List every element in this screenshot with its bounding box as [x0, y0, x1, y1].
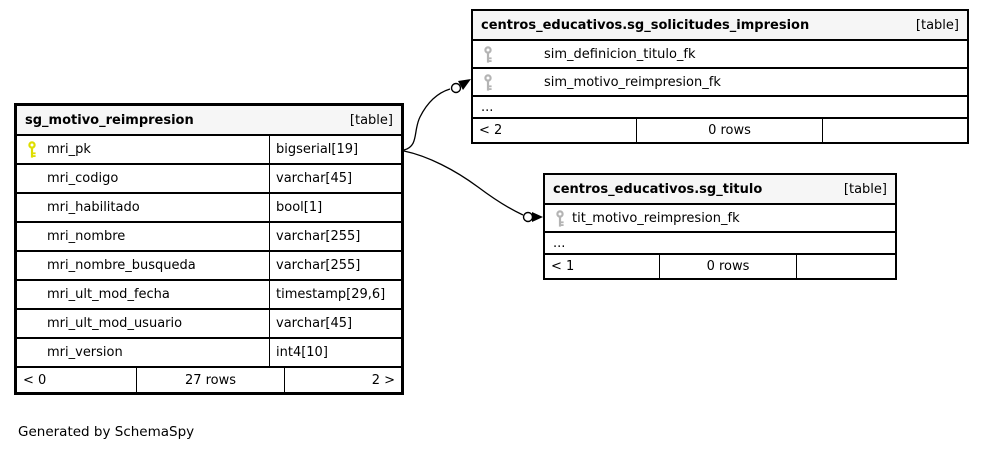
table-footer: < 0 27 rows 2 > [17, 368, 401, 392]
primary-key-icon [28, 141, 36, 158]
table-footer: < 1 0 rows [545, 255, 895, 278]
rows-count: 0 rows [660, 255, 797, 278]
column-name: mri_nombre_busqueda [47, 258, 196, 273]
column-name: mri_nombre [47, 229, 126, 244]
table-row: mri_ult_mod_usuario varchar[45] [17, 310, 401, 339]
table-footer: < 2 0 rows [473, 119, 967, 142]
table-node-sg-motivo-reimpresion[interactable]: sg_motivo_reimpresion [table] mri_pk big… [14, 103, 404, 395]
column-name: mri_codigo [47, 171, 119, 186]
children-count: 2 > [371, 372, 395, 388]
table-tag: [table] [915, 17, 959, 33]
children-count [823, 119, 967, 142]
table-header: sg_motivo_reimpresion [table] [17, 106, 401, 136]
edge-arrowhead-icon [532, 212, 543, 222]
column-type: int4[10] [276, 345, 328, 360]
table-title[interactable]: sg_motivo_reimpresion [25, 112, 194, 128]
table-title[interactable]: centros_educativos.sg_solicitudes_impres… [481, 17, 810, 33]
column-type: varchar[255] [276, 258, 361, 273]
edge-arrowhead-icon [458, 79, 471, 90]
edge-mri_pk-to-tit_motivo_reimpresion_fk [403, 150, 543, 223]
column-name: mri_ult_mod_usuario [47, 316, 183, 331]
generator-note: Generated by SchemaSpy [18, 424, 195, 440]
table-row: mri_version int4[10] [17, 339, 401, 368]
table-node-sg-titulo[interactable]: centros_educativos.sg_titulo [table] tit… [543, 173, 897, 280]
zero-or-many-circle [450, 82, 462, 94]
hidden-columns-ellipsis: ... [473, 97, 967, 119]
column-type: bigserial[19] [276, 142, 359, 157]
children-count [797, 255, 895, 278]
table-row: tit_motivo_reimpresion_fk [545, 205, 895, 233]
parents-count: < 2 [473, 119, 637, 142]
rows-count: 0 rows [637, 119, 823, 142]
column-type: bool[1] [276, 200, 323, 215]
table-row: mri_ult_mod_fecha timestamp[29,6] [17, 281, 401, 310]
table-row: mri_habilitado bool[1] [17, 194, 401, 223]
table-row: sim_motivo_reimpresion_fk [473, 69, 967, 97]
hidden-columns-ellipsis: ... [545, 233, 895, 255]
column-name: mri_pk [47, 142, 91, 157]
table-row: mri_nombre_busqueda varchar[255] [17, 252, 401, 281]
table-node-sg-solicitudes-impresion[interactable]: centros_educativos.sg_solicitudes_impres… [471, 9, 969, 144]
table-row: mri_codigo varchar[45] [17, 165, 401, 194]
column-type: timestamp[29,6] [276, 287, 386, 302]
table-header: centros_educativos.sg_titulo [table] [545, 175, 895, 205]
column-name: mri_ult_mod_fecha [47, 287, 170, 302]
foreign-key-icon [484, 73, 492, 91]
column-type: varchar[45] [276, 171, 353, 186]
table-row: mri_nombre varchar[255] [17, 223, 401, 252]
zero-or-many-circle [522, 211, 534, 223]
column-name: sim_motivo_reimpresion_fk [544, 74, 721, 90]
foreign-key-icon [484, 45, 492, 63]
foreign-key-icon [556, 209, 564, 227]
column-name: sim_definicion_titulo_fk [544, 46, 696, 62]
column-name: mri_version [47, 345, 123, 360]
rows-count: 27 rows [137, 368, 285, 392]
table-tag: [table] [843, 181, 887, 197]
table-tag: [table] [349, 112, 393, 128]
column-name: tit_motivo_reimpresion_fk [572, 210, 740, 226]
parents-count: < 1 [545, 255, 660, 278]
table-title[interactable]: centros_educativos.sg_titulo [553, 181, 763, 197]
column-type: varchar[45] [276, 316, 353, 331]
parents-count: < 0 [17, 368, 137, 392]
edge-mri_pk-to-sim_motivo_reimpresion_fk [403, 79, 471, 151]
table-header: centros_educativos.sg_solicitudes_impres… [473, 11, 967, 41]
column-name: mri_habilitado [47, 200, 140, 215]
column-type: varchar[255] [276, 229, 361, 244]
table-row: sim_definicion_titulo_fk [473, 41, 967, 69]
table-row: mri_pk bigserial[19] [17, 136, 401, 165]
